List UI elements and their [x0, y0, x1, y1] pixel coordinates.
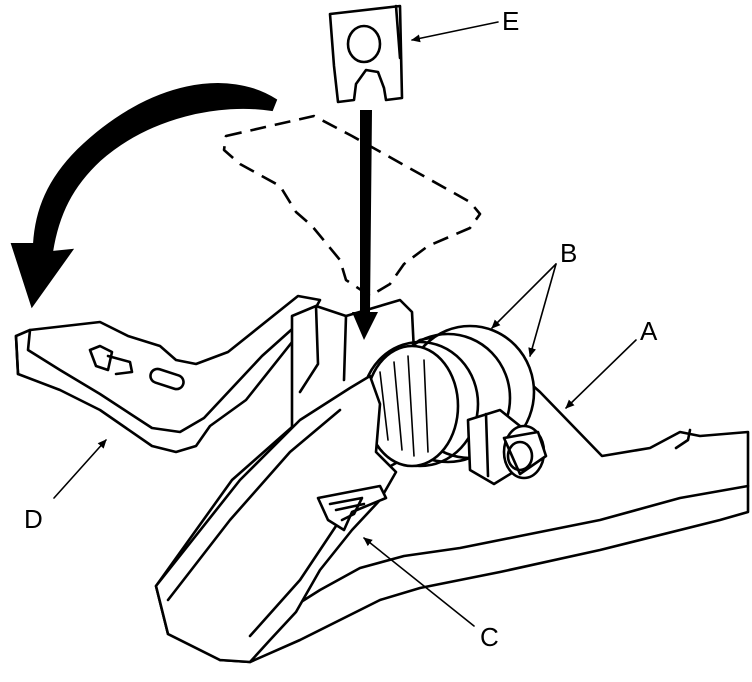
callout-e: E	[502, 6, 519, 36]
clip-e	[328, 4, 404, 104]
callout-c: C	[480, 622, 499, 652]
callout-a: A	[640, 316, 658, 346]
callout-b: B	[560, 238, 577, 268]
bolt-nut	[466, 408, 548, 486]
clip-c	[316, 484, 388, 532]
callout-d: D	[24, 504, 43, 534]
rotation-arrow	[10, 83, 278, 309]
bracket-d	[14, 294, 322, 454]
leader-lines	[53, 21, 637, 627]
insertion-arrow	[352, 110, 378, 340]
bracket-outline-dashed	[222, 114, 482, 298]
